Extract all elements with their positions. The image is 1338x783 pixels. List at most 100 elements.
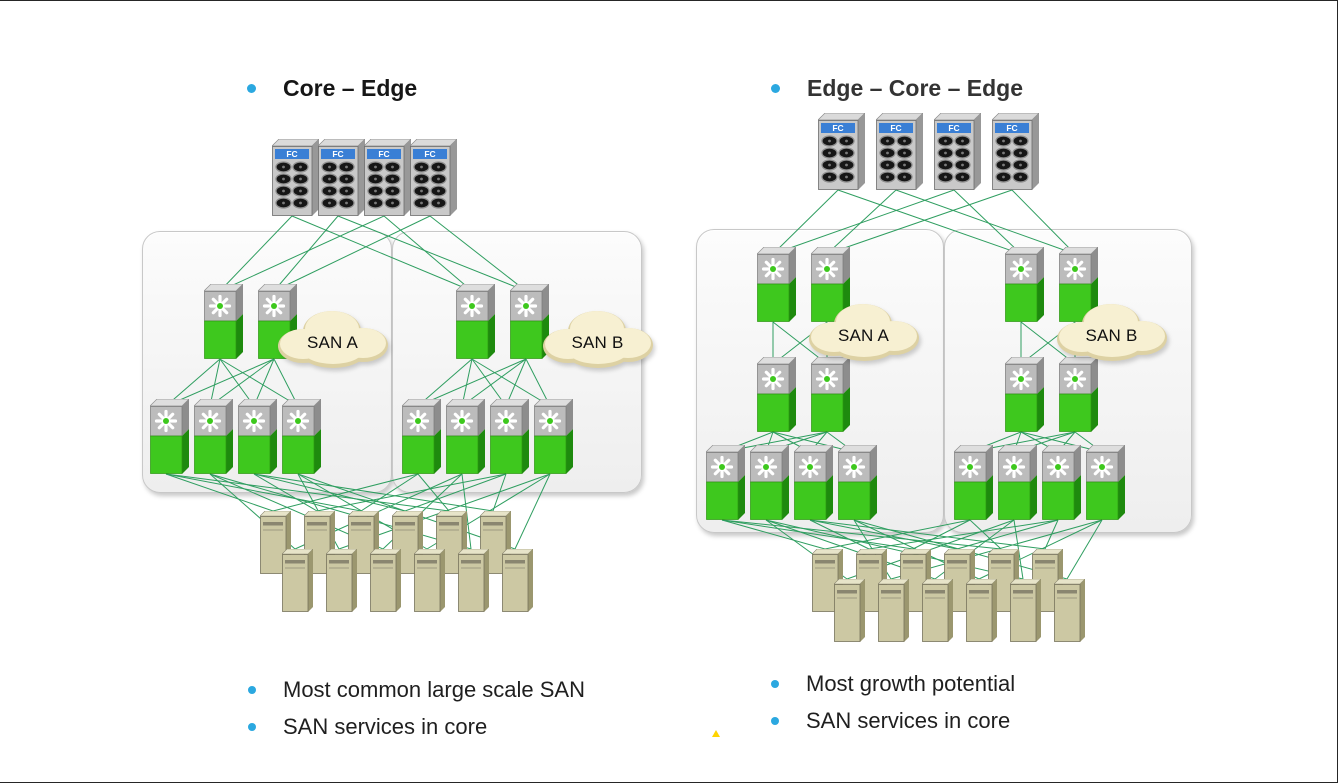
connection-line [471, 358, 507, 407]
connection-line [219, 358, 299, 407]
connection-line [165, 473, 362, 512]
connection-line [219, 215, 385, 292]
fc-label: FC [286, 149, 297, 159]
connection-line [360, 473, 419, 512]
left-edge-switch-b1 [401, 398, 442, 474]
bullet-text: SAN services in core [806, 707, 1011, 733]
connection-line [837, 189, 1022, 255]
connection-line [1020, 431, 1103, 453]
fc-label: FC [948, 123, 959, 133]
connection-line [956, 519, 1059, 550]
left-server-front-2 [325, 548, 358, 612]
connection-line [417, 473, 450, 512]
left-server-front-3 [369, 548, 402, 612]
bullet-icon [771, 679, 779, 688]
connection-line [253, 473, 318, 512]
left-bullets: Most common large scale SAN SAN services… [248, 671, 585, 745]
connection-line [809, 519, 870, 550]
connection-line [461, 358, 527, 407]
bullet-item: Most growth potential [771, 665, 1015, 702]
left-san-a-label: SAN A [306, 332, 359, 352]
connection-line [471, 358, 551, 407]
right-storage-array-3: FC [933, 112, 982, 190]
connection-line [824, 519, 971, 550]
left-san-a-cloud: SAN A [275, 304, 390, 375]
right-server-front-5 [1009, 578, 1042, 642]
right-edge-switch-b2 [997, 444, 1038, 520]
left-server-back-5 [435, 510, 468, 574]
connection-line [273, 215, 339, 292]
connection-line [417, 358, 473, 407]
bullet-icon [248, 685, 256, 694]
connection-line [165, 358, 275, 407]
connection-line [209, 358, 275, 407]
right-heading: Edge – Core – Edge [771, 75, 1023, 101]
right-edge-switch-a2 [749, 444, 790, 520]
left-edge-switch-b3 [489, 398, 530, 474]
right-core-switch-b2 [1058, 356, 1099, 432]
left-server-front-4 [413, 548, 446, 612]
connection-line [1011, 189, 1076, 255]
left-core-switch-b1 [455, 283, 496, 359]
right-title-text: Edge – Core – Edge [807, 74, 1024, 101]
connection-line [953, 189, 1022, 255]
bullet-item: SAN services in core [248, 708, 585, 745]
right-server-front-1 [833, 578, 866, 642]
fc-label: FC [332, 149, 343, 159]
connection-line [165, 358, 221, 407]
fc-label: FC [1006, 123, 1017, 133]
connection-line [826, 189, 1013, 255]
left-title-text: Core – Edge [283, 74, 418, 101]
connection-line [721, 519, 1002, 550]
connection-line [165, 473, 450, 512]
right-top-edge-switch-b2 [1058, 246, 1099, 322]
connection-line [912, 519, 971, 550]
connection-line [772, 431, 855, 453]
connection-line [721, 519, 914, 550]
cloud-icon [543, 311, 653, 368]
right-top-edge-switch-b1 [1004, 246, 1045, 322]
connection-line [514, 473, 551, 550]
bullet-text: Most common large scale SAN [283, 676, 585, 702]
left-server-front-1 [281, 548, 314, 612]
right-san-b-label: SAN B [1085, 325, 1138, 345]
connection-line [772, 189, 955, 255]
bullet-icon [247, 83, 256, 93]
left-storage-array-1: FC [271, 138, 320, 216]
left-storage-array-4: FC [409, 138, 458, 216]
bullet-text: Most growth potential [806, 670, 1016, 696]
connection-line [525, 358, 551, 407]
bullet-icon [248, 722, 256, 731]
connection-line [826, 189, 897, 255]
left-edge-switch-a1 [149, 398, 190, 474]
connection-line [1066, 519, 1103, 580]
left-server-front-6 [501, 548, 534, 612]
connection-line [417, 358, 527, 407]
connection-line [253, 358, 275, 407]
left-edge-switch-a3 [237, 398, 278, 474]
left-server-back-1 [259, 510, 292, 574]
right-edge-switch-b3 [1041, 444, 1082, 520]
connection-line [765, 519, 1024, 580]
bullet-item: Most common large scale SAN [248, 671, 585, 708]
left-edge-switch-b2 [445, 398, 486, 474]
connection-line [429, 215, 527, 292]
right-edge-switch-a4 [837, 444, 878, 520]
left-san-b-label: SAN B [571, 332, 624, 352]
bullet-text: SAN services in core [283, 713, 488, 739]
connection-line [209, 358, 221, 407]
fc-label: FC [832, 123, 843, 133]
right-edge-switch-a1 [705, 444, 746, 520]
left-core-switch-b2 [509, 283, 550, 359]
right-edge-switch-a3 [793, 444, 834, 520]
connection-line [809, 519, 1046, 550]
left-server-front-5 [457, 548, 490, 612]
connection-line [337, 215, 527, 292]
connection-line [383, 215, 473, 292]
right-bullets: Most growth potential SAN services in co… [771, 665, 1015, 739]
connection-line [505, 358, 527, 407]
bullet-item: SAN services in core [771, 702, 1015, 739]
connection-line [404, 473, 507, 512]
